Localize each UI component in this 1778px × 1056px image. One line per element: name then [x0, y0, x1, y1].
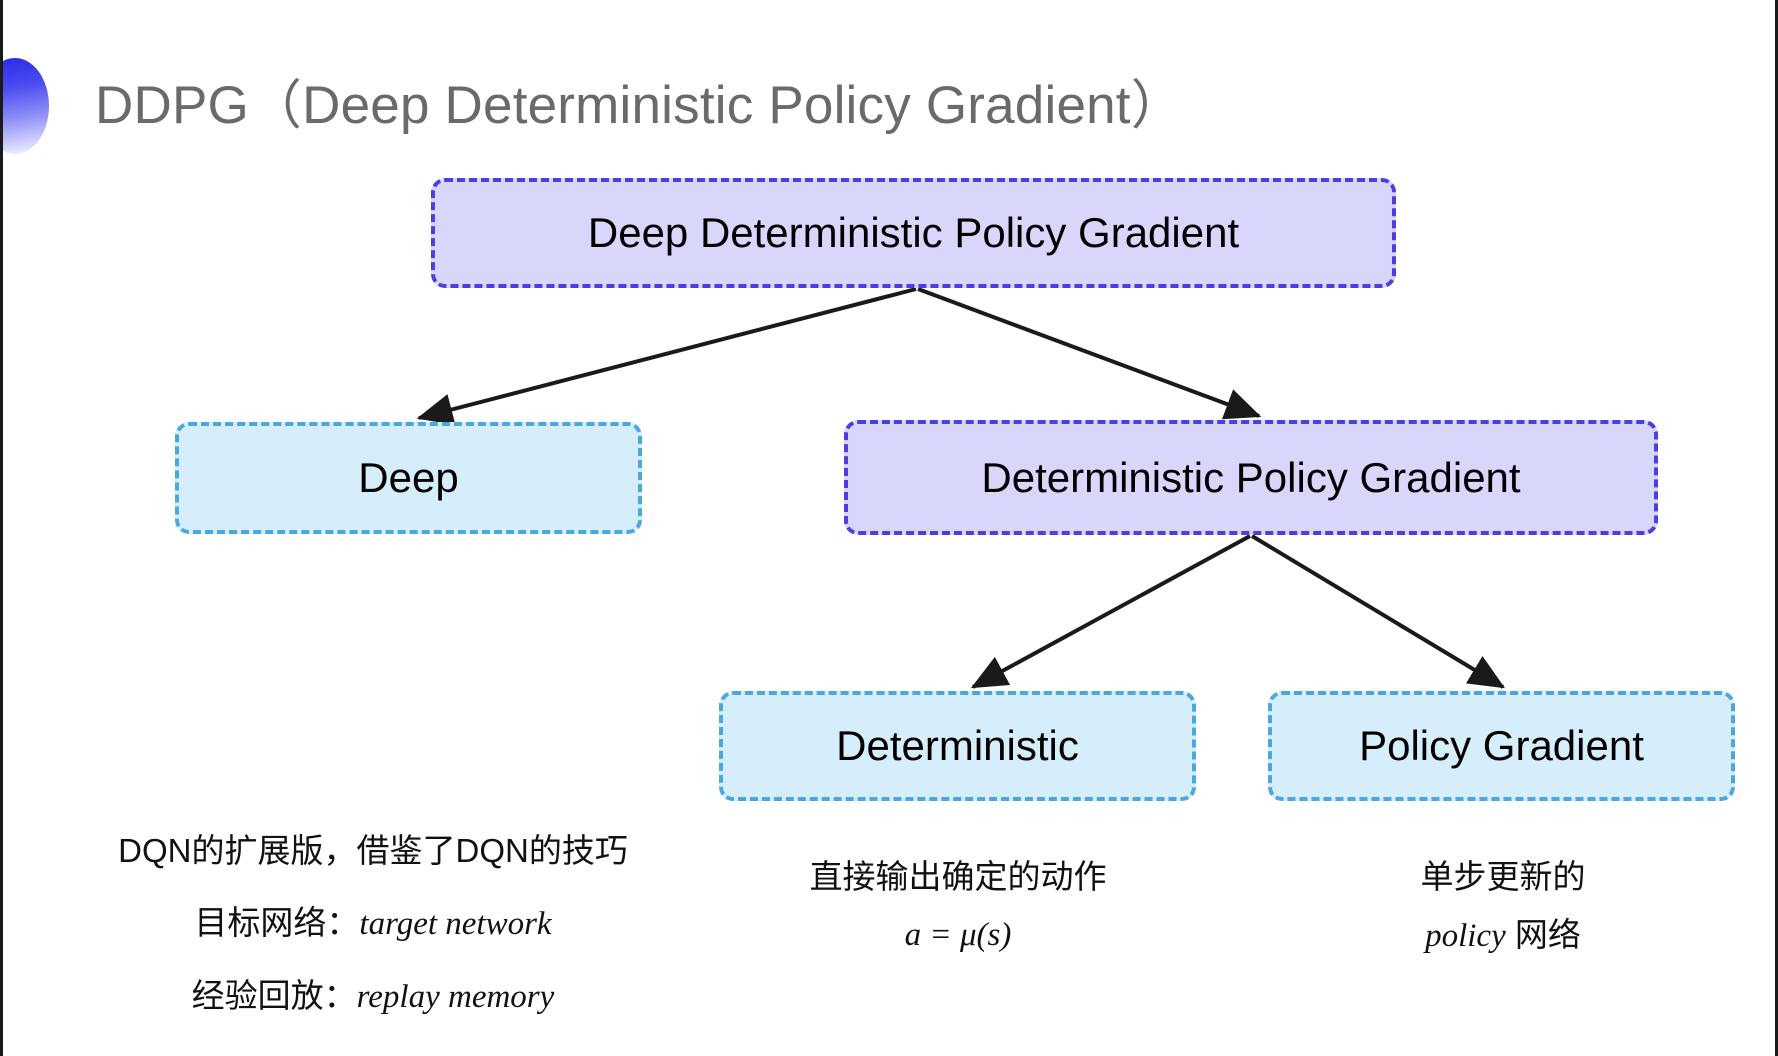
- caption-deep-line2-term: target network: [359, 906, 552, 943]
- caption-policy-gradient-suffix: 网络: [1505, 916, 1581, 954]
- arrow-dpg-to-policy-gradient: [1250, 534, 1506, 689]
- arrow-dpg-to-deterministic: [970, 534, 1251, 689]
- caption-deep-line2: 目标网络：target network: [93, 898, 653, 949]
- node-policy-gradient-label: Policy Gradient: [1359, 722, 1644, 769]
- node-root[interactable]: Deep Deterministic Policy Gradient: [431, 178, 1396, 288]
- caption-deterministic-formula: a = μ(s): [904, 917, 1012, 954]
- node-deterministic-label: Deterministic: [836, 722, 1079, 769]
- node-dpg-label: Deterministic Policy Gradient: [981, 453, 1521, 501]
- caption-deep-line2-label: 目标网络：: [194, 904, 360, 942]
- caption-deep-line1: DQN的扩展版，借鉴了DQN的技巧: [118, 832, 628, 869]
- node-deterministic[interactable]: Deterministic: [719, 691, 1196, 801]
- caption-policy-gradient-line1: 单步更新的: [1420, 858, 1586, 895]
- node-deterministic-policy-gradient[interactable]: Deterministic Policy Gradient: [844, 420, 1658, 535]
- caption-policy-gradient-term: policy: [1425, 918, 1506, 955]
- page-title: DDPG（Deep Deterministic Policy Gradient）: [95, 76, 1184, 135]
- caption-policy-gradient: 单步更新的 policy 网络: [1293, 852, 1713, 969]
- caption-policy-gradient-line2: policy 网络: [1293, 910, 1713, 961]
- caption-deterministic-line1: 直接输出确定的动作: [809, 858, 1107, 895]
- gradient-ellipse-bullet-icon: [3, 58, 49, 154]
- caption-deep-line3: 经验回放：replay memory: [93, 971, 653, 1022]
- node-deep-label: Deep: [358, 454, 459, 501]
- caption-deterministic: 直接输出确定的动作 a = μ(s): [743, 852, 1173, 968]
- caption-deep: DQN的扩展版，借鉴了DQN的技巧 目标网络：target network 经验…: [93, 826, 653, 1022]
- node-policy-gradient[interactable]: Policy Gradient: [1268, 691, 1735, 801]
- arrow-root-to-deep: [416, 287, 917, 426]
- arrow-root-to-dpg: [917, 287, 1262, 420]
- caption-deep-line3-label: 经验回放：: [191, 977, 357, 1015]
- node-deep[interactable]: Deep: [175, 422, 642, 534]
- caption-deep-line3-term: replay memory: [356, 979, 555, 1016]
- node-root-label: Deep Deterministic Policy Gradient: [587, 209, 1240, 256]
